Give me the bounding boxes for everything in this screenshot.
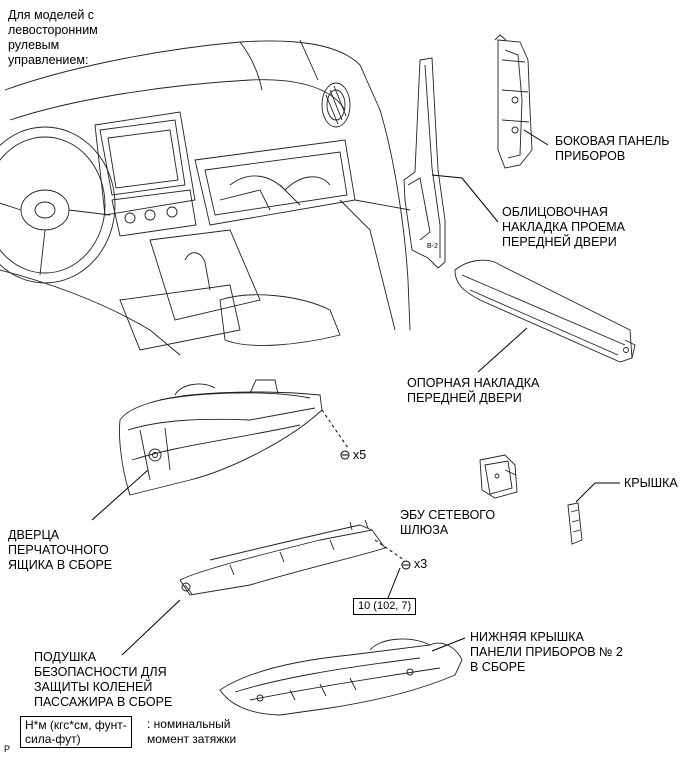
torque-leader bbox=[387, 567, 401, 599]
screw-icon-x5 bbox=[340, 450, 350, 460]
leader-knee-airbag bbox=[121, 599, 181, 656]
screw-icon-x3 bbox=[401, 560, 411, 570]
gateway-ecu-part bbox=[479, 454, 518, 499]
illustration-code: P bbox=[4, 744, 11, 754]
scuff-plate-part bbox=[454, 259, 636, 363]
leader-scuff-plate bbox=[477, 327, 528, 373]
dashboard-illustration bbox=[0, 39, 411, 356]
leader-door-opening-trim bbox=[431, 174, 499, 223]
svg-text:B-2: B-2 bbox=[427, 243, 438, 250]
label-scuff-plate: ОПОРНАЯ НАКЛАДКА ПЕРЕДНЕЙ ДВЕРИ bbox=[407, 376, 540, 405]
label-cover: КРЫШКА bbox=[624, 476, 678, 490]
label-lower-panel: НИЖНЯЯ КРЫШКА ПАНЕЛИ ПРИБОРОВ № 2 В СБОР… bbox=[470, 630, 623, 674]
fastener-count-x5: x5 bbox=[353, 448, 367, 462]
fastener-leader-x5 bbox=[321, 409, 349, 449]
lower-panel-part bbox=[219, 638, 463, 716]
fastener-count-x3: x3 bbox=[414, 557, 428, 571]
label-knee-airbag: ПОДУШКА БЕЗОПАСНОСТИ ДЛЯ ЗАЩИТЫ КОЛЕНЕЙ … bbox=[34, 650, 173, 709]
side-panel-part bbox=[494, 34, 533, 169]
knee-airbag-part bbox=[179, 519, 386, 596]
door-opening-trim-part: B-2 bbox=[403, 57, 446, 269]
label-gateway-ecu: ЭБУ СЕТЕВОГО ШЛЮЗА bbox=[400, 508, 496, 537]
glovebox-part bbox=[119, 379, 323, 496]
leader-glovebox bbox=[91, 469, 149, 521]
torque-legend-box: Н*м (кгс*см, фунт- сила-фут) bbox=[20, 716, 132, 748]
leader-side-panel bbox=[523, 129, 549, 146]
label-door-opening-trim: ОБЛИЦОВОЧНАЯ НАКЛАДКА ПРОЕМА ПЕРЕДНЕЙ ДВ… bbox=[502, 205, 626, 249]
lhd-models-note: Для моделей с левосторонним рулевым упра… bbox=[8, 8, 98, 67]
cover-part bbox=[567, 502, 583, 545]
label-glovebox: ДВЕРЦА ПЕРЧАТОЧНОГО ЯЩИКА В СБОРЕ bbox=[8, 528, 113, 572]
label-side-panel: БОКОВАЯ ПАНЕЛЬ ПРИБОРОВ bbox=[555, 134, 670, 163]
torque-spec-box: 10 (102, 7) bbox=[353, 598, 417, 615]
leader-cover bbox=[575, 482, 620, 503]
leader-lower-panel bbox=[431, 637, 466, 652]
torque-legend-text: : номинальный момент затяжки bbox=[147, 717, 237, 746]
